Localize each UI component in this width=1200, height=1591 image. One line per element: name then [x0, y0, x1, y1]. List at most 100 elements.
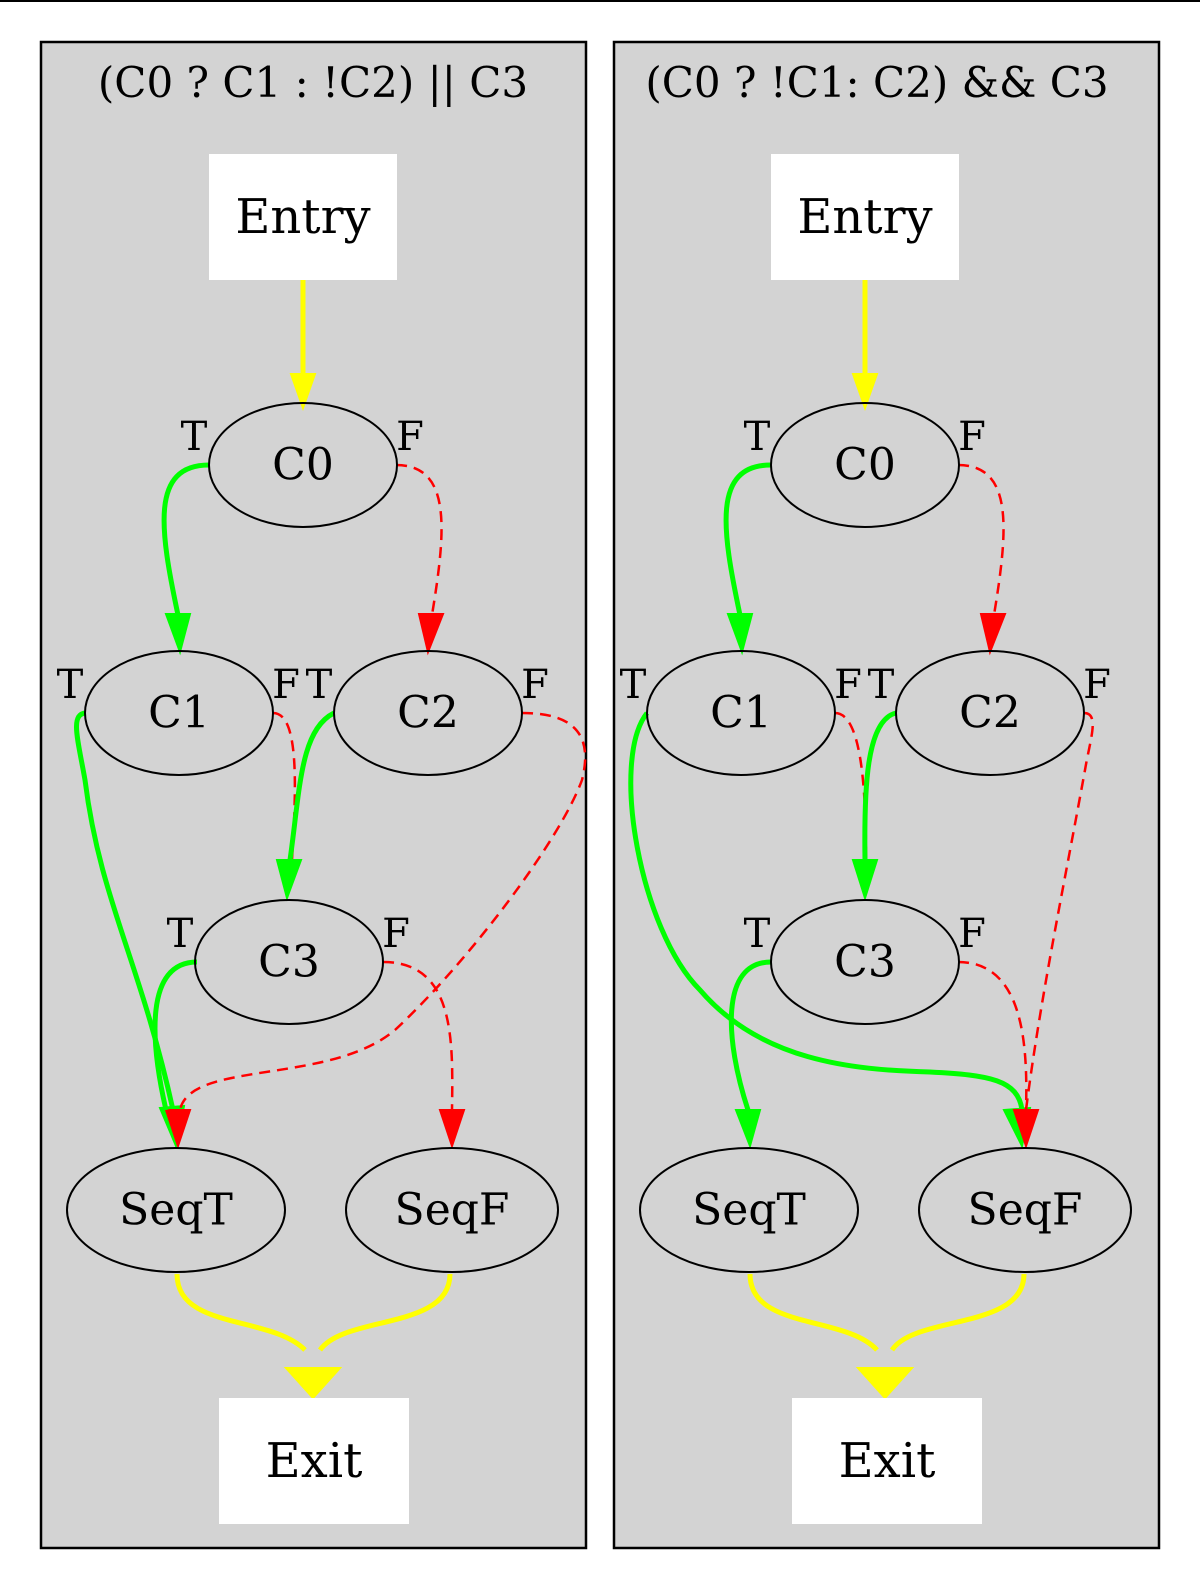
- edge-c0-false-to-c2-arrowhead: [979, 613, 1007, 656]
- edge-c2-false-to-seqf: [1024, 711, 1094, 1111]
- cluster-right: (C0 ? !C1: C2) && C3: [612, 40, 1161, 1550]
- exit-box: [219, 1398, 409, 1524]
- c1-label: C1: [710, 688, 772, 739]
- edge-seqt-to-exit: [174, 1273, 307, 1352]
- node-c3: C3 T F: [744, 899, 986, 1025]
- c0-false-port-label: F: [396, 414, 424, 460]
- edge-c2-false-to-seqt: [178, 711, 587, 1111]
- c0-label: C0: [272, 440, 334, 491]
- node-c1: C1 T F: [57, 650, 300, 776]
- c1-true-port-label: T: [57, 662, 84, 708]
- edge-to-exit-arrowhead: [283, 1367, 343, 1400]
- exit-box: [792, 1398, 982, 1524]
- c2-label: C2: [959, 688, 1021, 739]
- c0-ellipse: [770, 402, 960, 528]
- edge-c3-false-to-seqf: [382, 960, 454, 1111]
- c3-false-port-label: F: [958, 911, 986, 957]
- exit-label: Exit: [266, 1433, 363, 1489]
- edge-c3-false-to-seqf-arrowhead: [1012, 1109, 1040, 1150]
- seqt-ellipse: [639, 1147, 859, 1273]
- node-c1: C1 T F: [620, 650, 862, 776]
- entry-box: [209, 154, 397, 280]
- edge-c3-true-to-seqt: [728, 959, 772, 1111]
- edge-to-exit-arrowhead: [855, 1367, 915, 1400]
- cluster-right-background: [612, 40, 1161, 1550]
- edge-c0-true-to-c1-arrowhead: [164, 613, 192, 656]
- edge-seqt-to-exit: [747, 1273, 879, 1352]
- c2-true-port-label: T: [868, 662, 895, 708]
- cluster-left-title: (C0 ? C1 : !C2) || C3: [98, 58, 528, 107]
- edge-c0-false-to-c2: [395, 463, 443, 616]
- node-seqf: SeqF: [918, 1147, 1132, 1273]
- node-entry: Entry: [771, 154, 959, 280]
- c0-false-port-label: F: [958, 414, 986, 460]
- node-c0: C0 T F: [181, 402, 424, 528]
- node-seqt: SeqT: [639, 1147, 859, 1273]
- edge-c0-true-to-c1: [723, 462, 772, 616]
- c1-ellipse: [84, 650, 274, 776]
- c2-label: C2: [397, 688, 459, 739]
- node-exit: Exit: [792, 1398, 982, 1524]
- entry-label: Entry: [235, 189, 370, 245]
- edge-c0-true-to-c1-arrowhead: [726, 613, 754, 656]
- c3-ellipse: [770, 899, 960, 1025]
- c1-label: C1: [148, 688, 210, 739]
- cluster-left: (C0 ? C1 : !C2) || C3: [39, 40, 588, 1550]
- seqt-label: SeqT: [119, 1185, 233, 1236]
- c2-ellipse: [333, 650, 523, 776]
- c1-false-port-label: F: [834, 662, 862, 708]
- node-c2: C2 T F: [306, 650, 549, 776]
- cluster-left-edges: [74, 280, 587, 1400]
- edge-c3-true-to-seqt-arrowhead: [734, 1109, 762, 1150]
- c1-false-port-label: F: [272, 662, 300, 708]
- edge-c2-true-to-c3-arrowhead: [275, 859, 303, 902]
- c3-false-port-label: F: [382, 911, 410, 957]
- c3-true-port-label: T: [744, 911, 771, 957]
- c3-label: C3: [834, 937, 896, 988]
- node-exit: Exit: [219, 1398, 409, 1524]
- c0-true-port-label: T: [744, 414, 771, 460]
- c0-true-port-label: T: [181, 414, 208, 460]
- seqf-ellipse: [345, 1147, 559, 1273]
- edge-c0-true-to-c1: [161, 462, 210, 616]
- edge-c1-true-to-seqf: [628, 711, 1025, 1111]
- node-seqf: SeqF: [345, 1147, 559, 1273]
- edge-seqf-to-exit: [317, 1273, 453, 1352]
- c1-true-port-label: T: [620, 662, 647, 708]
- edge-c2-true-to-c3: [287, 710, 336, 861]
- seqf-label: SeqF: [968, 1185, 1083, 1236]
- edge-c2-true-to-c3-arrowhead: [851, 859, 879, 902]
- node-seqt: SeqT: [66, 1147, 286, 1273]
- c2-false-port-label: F: [1083, 662, 1111, 708]
- edge-c0-false-to-c2-arrowhead: [417, 613, 445, 656]
- node-entry: Entry: [209, 154, 397, 280]
- c3-ellipse: [194, 899, 384, 1025]
- cluster-right-title: (C0 ? !C1: C2) && C3: [645, 58, 1108, 107]
- seqt-label: SeqT: [692, 1185, 806, 1236]
- exit-label: Exit: [839, 1433, 936, 1489]
- cluster-right-edges: [628, 280, 1094, 1400]
- edge-entry-to-c0-arrowhead: [289, 373, 317, 412]
- edge-entry-to-c0-arrowhead: [851, 373, 879, 412]
- c0-label: C0: [834, 440, 896, 491]
- edge-c3-false-to-seqf-arrowhead: [438, 1109, 466, 1150]
- c3-true-port-label: T: [167, 911, 194, 957]
- seqt-ellipse: [66, 1147, 286, 1273]
- entry-label: Entry: [797, 189, 932, 245]
- c2-ellipse: [895, 650, 1085, 776]
- node-c3: C3 T F: [167, 899, 410, 1025]
- edge-c2-true-to-c3: [862, 710, 897, 861]
- node-c2: C2 T F: [868, 650, 1111, 776]
- c3-label: C3: [258, 937, 320, 988]
- c0-ellipse: [208, 402, 398, 528]
- seqf-ellipse: [918, 1147, 1132, 1273]
- edge-c2-false-to-seqt-arrowhead: [164, 1109, 192, 1150]
- cluster-left-background: [39, 40, 588, 1550]
- c1-ellipse: [646, 650, 836, 776]
- c2-false-port-label: F: [521, 662, 549, 708]
- entry-box: [771, 154, 959, 280]
- edge-c1-true-to-seqt: [74, 710, 176, 1111]
- edge-seqf-to-exit: [889, 1273, 1027, 1352]
- c2-true-port-label: T: [306, 662, 333, 708]
